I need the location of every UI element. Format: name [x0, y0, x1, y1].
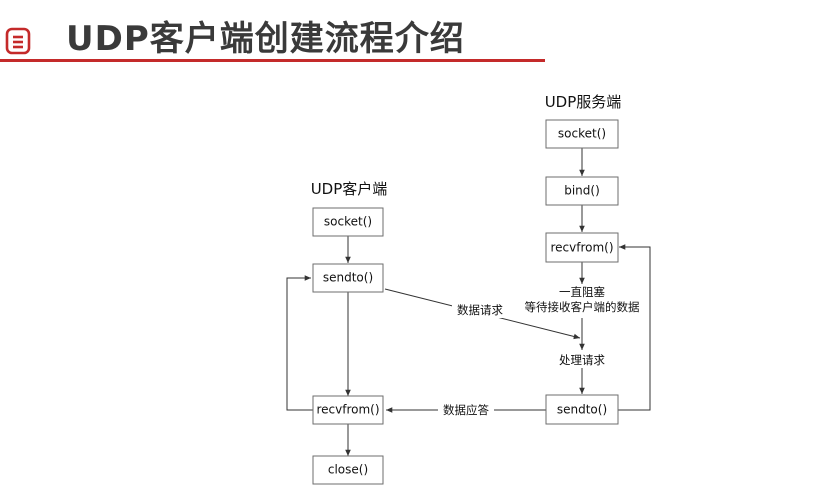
client-sendto-box — [312, 263, 384, 293]
server-socket-box — [545, 119, 619, 149]
title-divider — [0, 59, 545, 62]
edge-client-loop — [286, 275, 313, 411]
label-data-request: 数据请求 — [457, 303, 503, 317]
label-blocking-line2: 等待接收客户端的数据 — [525, 300, 640, 314]
server-recvfrom-label: recvfrom() — [550, 241, 613, 255]
client-close-label: close() — [328, 463, 368, 477]
label-process-request: 处理请求 — [559, 353, 605, 367]
server-recvfrom-box — [545, 232, 619, 263]
client-close-box — [312, 455, 384, 485]
server-bind-box — [545, 176, 619, 206]
label-blocking-line1: 一直阻塞 — [559, 285, 605, 299]
client-heading: UDP客户端 — [311, 180, 388, 198]
client-recvfrom-label: recvfrom() — [316, 403, 379, 417]
client-recvfrom-box — [312, 395, 384, 425]
edge-server-loop — [617, 244, 651, 411]
client-socket-box — [312, 207, 384, 237]
server-heading: UDP服务端 — [545, 93, 622, 111]
page-title: UDP客户端创建流程介绍 — [66, 19, 465, 59]
client-sendto-label: sendto() — [323, 271, 373, 285]
document-list-icon — [5, 27, 31, 55]
server-sendto-box — [545, 394, 619, 425]
server-bind-label: bind() — [564, 184, 600, 198]
server-sendto-label: sendto() — [557, 403, 607, 417]
server-socket-label: socket() — [558, 127, 606, 141]
label-data-response: 数据应答 — [443, 403, 489, 417]
client-socket-label: socket() — [324, 215, 372, 229]
